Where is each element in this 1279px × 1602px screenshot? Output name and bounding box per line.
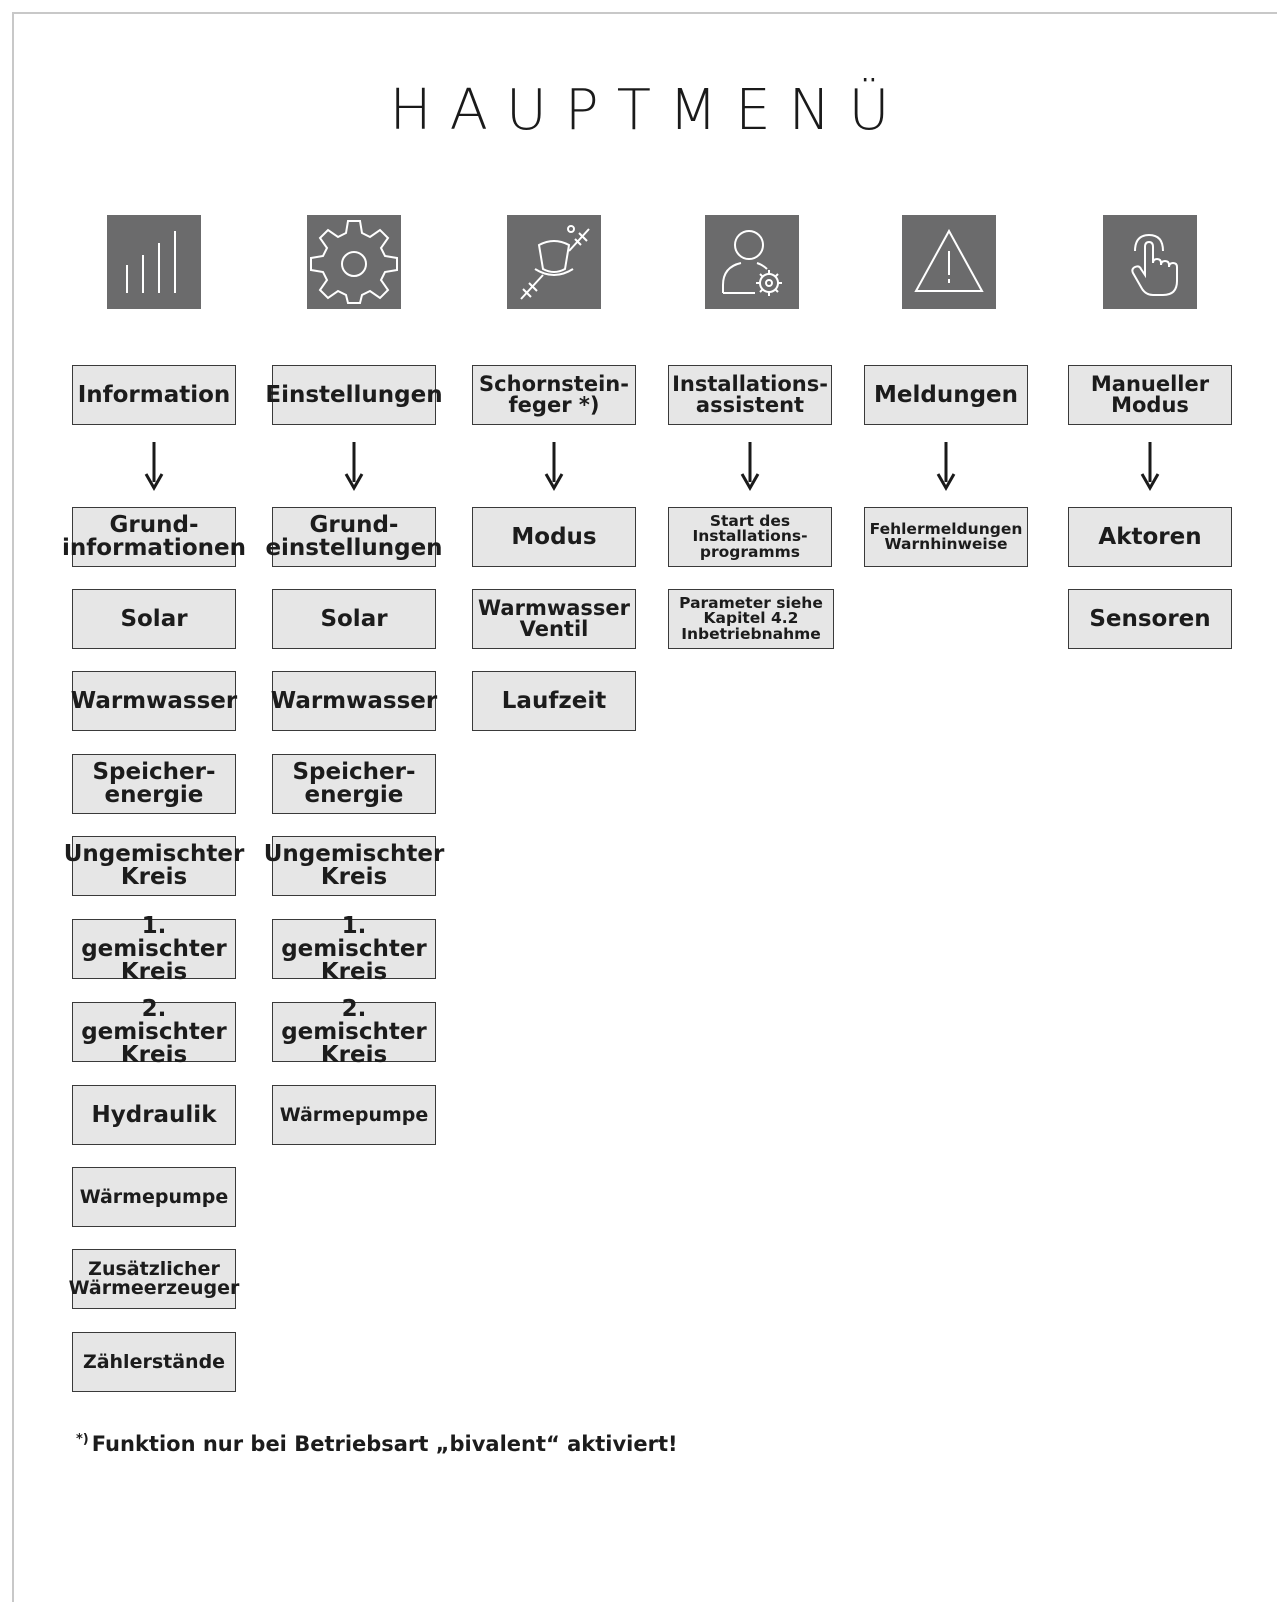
footnote-text: Funktion nur bei Betriebsart „bivalent“ … bbox=[91, 1432, 678, 1456]
submenu-item[interactable]: Grund- einstellungen bbox=[265, 507, 443, 567]
column-information: Information Grund- informationen Solar W… bbox=[62, 0, 246, 1598]
submenu-item[interactable]: Grund- informationen bbox=[62, 507, 246, 567]
submenu-item[interactable]: Zusätzlicher Wärmeerzeuger bbox=[69, 1249, 239, 1309]
bar-chart-icon[interactable] bbox=[107, 215, 201, 309]
footnote-marker: *) bbox=[76, 1432, 89, 1447]
submenu-item[interactable]: Solar bbox=[272, 589, 436, 649]
submenu-item[interactable]: Fehlermeldungen Warnhinweise bbox=[864, 507, 1028, 567]
submenu-item[interactable]: 2. gemischter Kreis bbox=[272, 997, 436, 1066]
submenu-item[interactable]: Laufzeit bbox=[472, 671, 636, 731]
submenu-item[interactable]: Parameter siehe Kapitel 4.2 Inbetriebnah… bbox=[668, 589, 834, 649]
submenu-item[interactable]: Ungemischter Kreis bbox=[264, 836, 444, 896]
menu-manueller-modus-button[interactable]: Manueller Modus bbox=[1068, 365, 1232, 425]
submenu-item[interactable]: Start des Installations- programms bbox=[668, 507, 832, 567]
submenu-item[interactable]: Speicher- energie bbox=[272, 754, 436, 814]
column-installationsassistent: Installations- assistent Start des Insta… bbox=[668, 0, 834, 1598]
gear-icon[interactable] bbox=[307, 215, 401, 309]
footnote: *)Funktion nur bei Betriebsart „bivalent… bbox=[76, 1432, 678, 1456]
submenu-item[interactable]: Zählerstände bbox=[72, 1332, 236, 1392]
submenu-item[interactable]: Aktoren bbox=[1068, 507, 1232, 567]
menu-einstellungen-button[interactable]: Einstellungen bbox=[265, 365, 443, 425]
submenu-item[interactable]: Wärmepumpe bbox=[72, 1167, 236, 1227]
submenu-item[interactable]: Ungemischter Kreis bbox=[64, 836, 244, 896]
submenu-item[interactable]: Hydraulik bbox=[72, 1085, 236, 1145]
submenu-item[interactable]: Warmwasser bbox=[271, 671, 437, 731]
submenu-item[interactable]: Warmwasser bbox=[71, 671, 237, 731]
arrow-down-icon bbox=[1140, 442, 1160, 492]
warning-icon[interactable] bbox=[902, 215, 996, 309]
submenu-item[interactable]: 1. gemischter Kreis bbox=[272, 914, 436, 983]
column-schornsteinfeger: Schornstein- feger *) Modus Warmwasser V… bbox=[472, 0, 636, 1598]
arrow-down-icon bbox=[740, 442, 760, 492]
submenu-item[interactable]: Speicher- energie bbox=[72, 754, 236, 814]
menu-schornsteinfeger-button[interactable]: Schornstein- feger *) bbox=[472, 365, 636, 425]
submenu-item[interactable]: 1. gemischter Kreis bbox=[72, 914, 236, 983]
column-manueller-modus: Manueller Modus Aktoren Sensoren bbox=[1068, 0, 1232, 1598]
page-title: HAUPTMENÜ bbox=[389, 78, 908, 143]
menu-information-button[interactable]: Information bbox=[72, 365, 236, 425]
arrow-down-icon bbox=[544, 442, 564, 492]
arrow-down-icon bbox=[936, 442, 956, 492]
submenu-item[interactable]: Wärmepumpe bbox=[272, 1085, 436, 1145]
submenu-item[interactable]: Modus bbox=[472, 507, 636, 567]
menu-installationsassistent-button[interactable]: Installations- assistent bbox=[668, 365, 832, 425]
column-einstellungen: Einstellungen Grund- einstellungen Solar… bbox=[264, 0, 444, 1598]
submenu-item[interactable]: Solar bbox=[72, 589, 236, 649]
arrow-down-icon bbox=[144, 442, 164, 492]
chimney-sweep-icon[interactable] bbox=[507, 215, 601, 309]
submenu-item[interactable]: 2. gemischter Kreis bbox=[72, 997, 236, 1066]
page-frame bbox=[12, 12, 1277, 1602]
submenu-item[interactable]: Sensoren bbox=[1068, 589, 1232, 649]
user-settings-icon[interactable] bbox=[705, 215, 799, 309]
arrow-down-icon bbox=[344, 442, 364, 492]
menu-meldungen-button[interactable]: Meldungen bbox=[864, 365, 1028, 425]
submenu-item[interactable]: Warmwasser Ventil bbox=[472, 589, 636, 649]
column-meldungen: Meldungen Fehlermeldungen Warnhinweise bbox=[864, 0, 1028, 1598]
touch-hand-icon[interactable] bbox=[1103, 215, 1197, 309]
